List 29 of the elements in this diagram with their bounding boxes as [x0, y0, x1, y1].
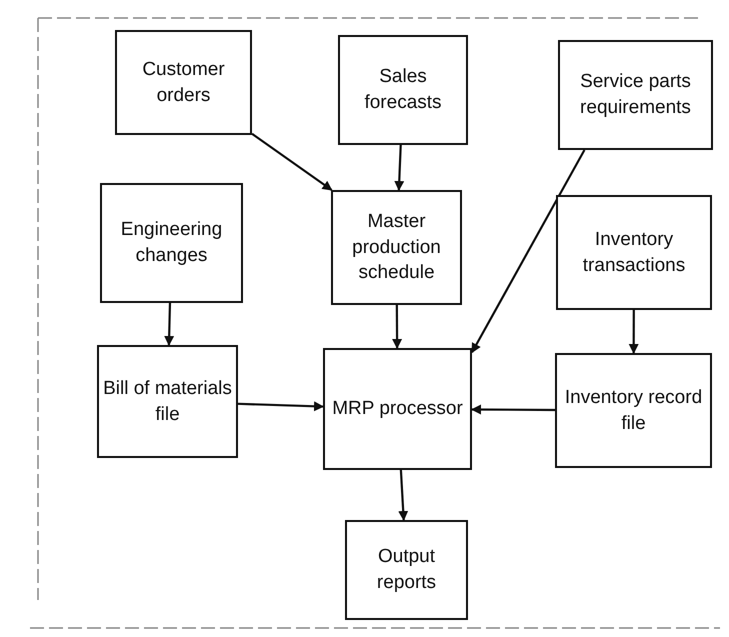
arrow — [392, 305, 402, 349]
box-label: Inventory record file — [564, 386, 704, 436]
process-box — [556, 195, 712, 310]
box-label: Service parts requirements — [579, 70, 692, 120]
arrow — [398, 470, 408, 521]
box-label: Engineering changes — [120, 218, 224, 268]
arrow — [471, 404, 555, 415]
box-label: Customer orders — [141, 58, 226, 108]
box-label: Output reports — [376, 545, 438, 595]
box-label: Inventory transactions — [582, 228, 686, 278]
process-box — [97, 345, 238, 458]
process-box — [555, 353, 712, 468]
process-box — [331, 190, 462, 305]
arrow — [471, 149, 586, 354]
process-box — [323, 348, 472, 470]
arrow — [628, 310, 639, 354]
box-label: MRP processor — [332, 397, 463, 422]
box-label: Bill of materials file — [103, 376, 232, 426]
process-box — [345, 520, 468, 620]
arrow — [238, 401, 324, 412]
process-box — [115, 30, 252, 135]
box-label: Master production schedule — [351, 210, 442, 286]
arrow — [164, 302, 174, 346]
process-box — [338, 35, 468, 145]
process-box — [558, 40, 713, 150]
arrow — [394, 144, 404, 191]
arrow — [251, 132, 332, 191]
box-label: Sales forecasts — [363, 65, 443, 115]
process-box — [100, 183, 243, 303]
